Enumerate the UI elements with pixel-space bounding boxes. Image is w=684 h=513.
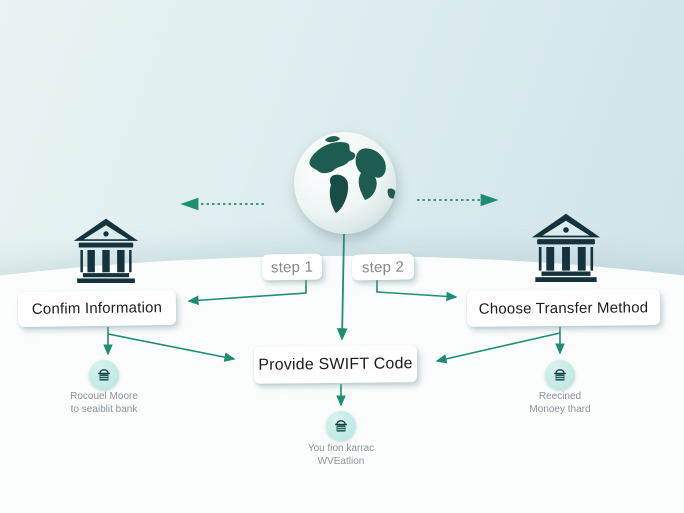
center-note-line2: WVEatlion xyxy=(317,456,365,467)
arrow-confirm-to-provide xyxy=(107,333,236,362)
confirm-information-text: Confim Information xyxy=(31,299,163,318)
provide-swift-code-box: Provide SWIFT Code xyxy=(253,345,418,384)
right-note-circle xyxy=(545,360,575,390)
provide-swift-code-text: Provide SWIFT Code xyxy=(258,354,413,374)
money-bag-icon xyxy=(98,369,110,381)
bank-icon-right xyxy=(531,212,601,282)
left-note-circle xyxy=(89,360,119,390)
step-1-text: step 1 xyxy=(270,258,314,276)
center-note-circle xyxy=(326,411,356,441)
left-note-line1: Rocouel Moore xyxy=(70,391,138,402)
center-note-line1: You fion karrac xyxy=(307,443,375,454)
arrow-choose-to-provide xyxy=(435,332,561,364)
center-note-text: You fion karrac WVEatlion xyxy=(281,442,401,468)
bank-icon-left xyxy=(73,217,139,283)
right-note-text: Reecined Monoey thard xyxy=(500,390,620,416)
left-note-line2: to seaiblit bank xyxy=(70,404,138,415)
step-2-label: step 2 xyxy=(351,253,415,281)
step-1-label: step 1 xyxy=(261,253,323,281)
right-note-line1: Reecined xyxy=(538,391,582,402)
arrow-step2-to-choose xyxy=(376,280,458,302)
arrow-step1-to-confirm xyxy=(187,280,307,306)
choose-transfer-method-box: Choose Transfer Method xyxy=(466,289,661,327)
right-note-line2: Monoey thard xyxy=(529,404,591,415)
step-2-text: step 2 xyxy=(361,258,405,276)
left-note-text: Rocouel Moore to seaiblit bank xyxy=(44,390,164,416)
globe-icon xyxy=(291,129,399,237)
arrow-globe-to-provide xyxy=(336,233,348,341)
money-bag-icon xyxy=(335,420,347,432)
confirm-information-box: Confim Information xyxy=(17,289,177,328)
money-bag-icon xyxy=(554,369,566,381)
choose-transfer-method-text: Choose Transfer Method xyxy=(478,298,649,318)
